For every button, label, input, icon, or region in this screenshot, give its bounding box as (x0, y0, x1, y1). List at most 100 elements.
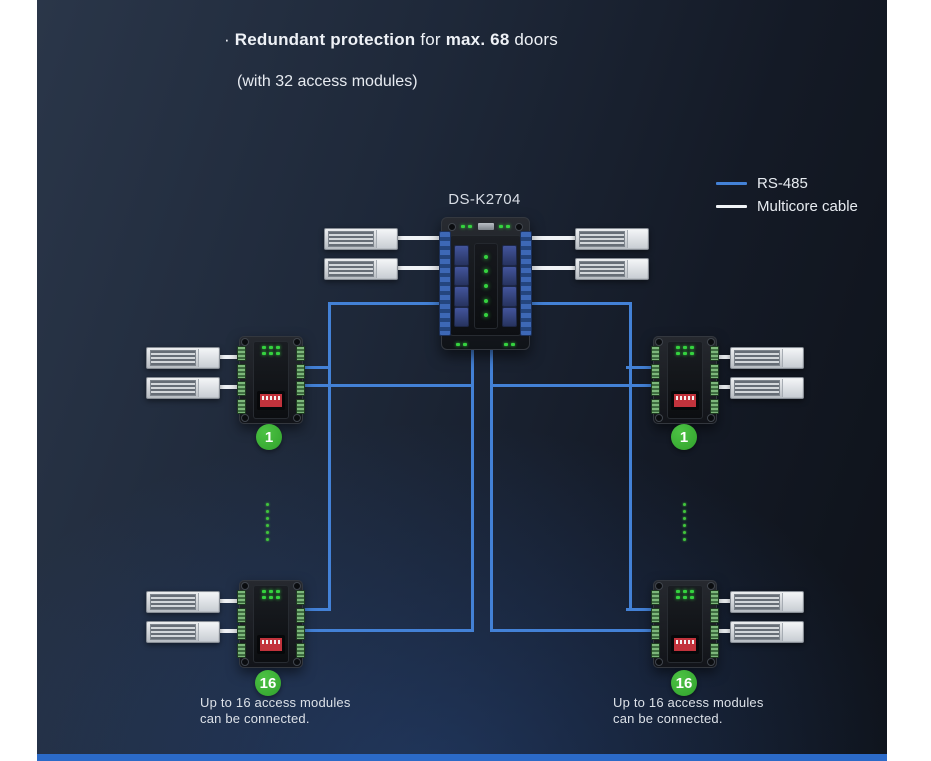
note-text-left: Up to 16 access modules can be connected… (200, 695, 351, 727)
access-module-left-1 (237, 336, 305, 424)
multicore-cable (526, 236, 580, 240)
multicore-cable (392, 266, 443, 270)
maglock-armature (782, 593, 802, 611)
access-module-left-16 (237, 580, 305, 668)
rs485-wire (471, 346, 474, 632)
maglock (730, 621, 804, 643)
rs485-wire (301, 629, 474, 632)
multicore-cable (215, 385, 242, 389)
screw (707, 414, 715, 422)
relay-column (454, 245, 469, 327)
relay-block (454, 245, 469, 266)
usb-connector (477, 223, 494, 230)
ellipsis-dots-right (683, 503, 686, 541)
terminal-strip (296, 346, 305, 414)
maglock-fins (150, 624, 196, 640)
rs485-wire (301, 608, 331, 611)
badge-module-1-left: 1 (256, 424, 282, 450)
relay-block (454, 306, 469, 327)
legend-row-multicore: Multicore cable (716, 195, 858, 218)
screw (293, 338, 301, 346)
screw (241, 582, 249, 590)
badge-module-16-right: 16 (671, 670, 697, 696)
title-regular-for: for (415, 30, 446, 49)
dip-switch (671, 635, 699, 654)
maglock-fins (734, 380, 780, 396)
rs485-wire (301, 366, 331, 369)
screw (655, 338, 663, 346)
screw (293, 658, 301, 666)
maglock (146, 377, 220, 399)
maglock-fins (579, 231, 625, 247)
ellipsis-dots-left (266, 503, 269, 541)
rs485-label: RS-485 (757, 175, 808, 192)
status-leds (498, 225, 510, 228)
maglock (730, 347, 804, 369)
screw (448, 222, 456, 231)
led (483, 283, 488, 288)
led (483, 269, 488, 274)
maglock-fins (734, 350, 780, 366)
maglock (146, 347, 220, 369)
maglock (730, 377, 804, 399)
maglock-fins (579, 261, 625, 277)
title-regular-doors: doors (509, 30, 558, 49)
maglock-armature (376, 230, 396, 248)
maglock-armature (627, 260, 647, 278)
maglock-armature (198, 623, 218, 641)
maglock-fins (150, 350, 196, 366)
badge-module-16-left: 16 (255, 670, 281, 696)
led (483, 254, 488, 259)
maglock-armature (782, 349, 802, 367)
maglock-armature (198, 593, 218, 611)
screw (707, 582, 715, 590)
multicore-cable (215, 599, 242, 603)
note-line: Up to 16 access modules (613, 695, 764, 710)
maglock (575, 258, 649, 280)
rs485-wire (626, 366, 653, 369)
screw (241, 658, 249, 666)
relay-block (502, 265, 517, 286)
maglock-armature (376, 260, 396, 278)
screw (655, 658, 663, 666)
maglock (730, 591, 804, 613)
terminal-strip (237, 346, 246, 414)
terminal-strip (520, 231, 532, 336)
maglock-fins (150, 380, 196, 396)
terminal-strip (296, 590, 305, 658)
screw (293, 414, 301, 422)
led (483, 313, 488, 318)
dip-switch (257, 635, 285, 654)
multicore-cable (712, 355, 733, 359)
maglock-fins (328, 231, 374, 247)
screw (241, 414, 249, 422)
title-bold-redundant: Redundant protection (234, 30, 416, 49)
legend-row-rs485: RS-485 (716, 172, 858, 195)
maglock (324, 258, 398, 280)
page-subtitle: (with 32 access modules) (237, 73, 418, 90)
multicore-cable (215, 629, 242, 633)
maglock-armature (627, 230, 647, 248)
multicore-cable (526, 266, 580, 270)
controller-device (439, 217, 532, 350)
maglock-fins (150, 594, 196, 610)
rs485-wire (490, 384, 653, 387)
page-title: · Redundant protection for max. 68 doors (224, 30, 558, 50)
rs485-wire (528, 302, 632, 305)
multicore-cable (215, 355, 242, 359)
relay-block (454, 265, 469, 286)
relay-block (502, 286, 517, 307)
maglock (324, 228, 398, 250)
rs485-wire (301, 384, 474, 387)
screw (515, 222, 523, 231)
badge-module-1-right: 1 (671, 424, 697, 450)
maglock-armature (198, 379, 218, 397)
terminal-strip (439, 231, 451, 336)
terminal-strip (651, 346, 660, 414)
screw (655, 414, 663, 422)
controller-topbar (448, 221, 523, 232)
status-leds (262, 590, 280, 599)
terminal-strip (710, 590, 719, 658)
rs485-line-swatch (716, 182, 747, 185)
